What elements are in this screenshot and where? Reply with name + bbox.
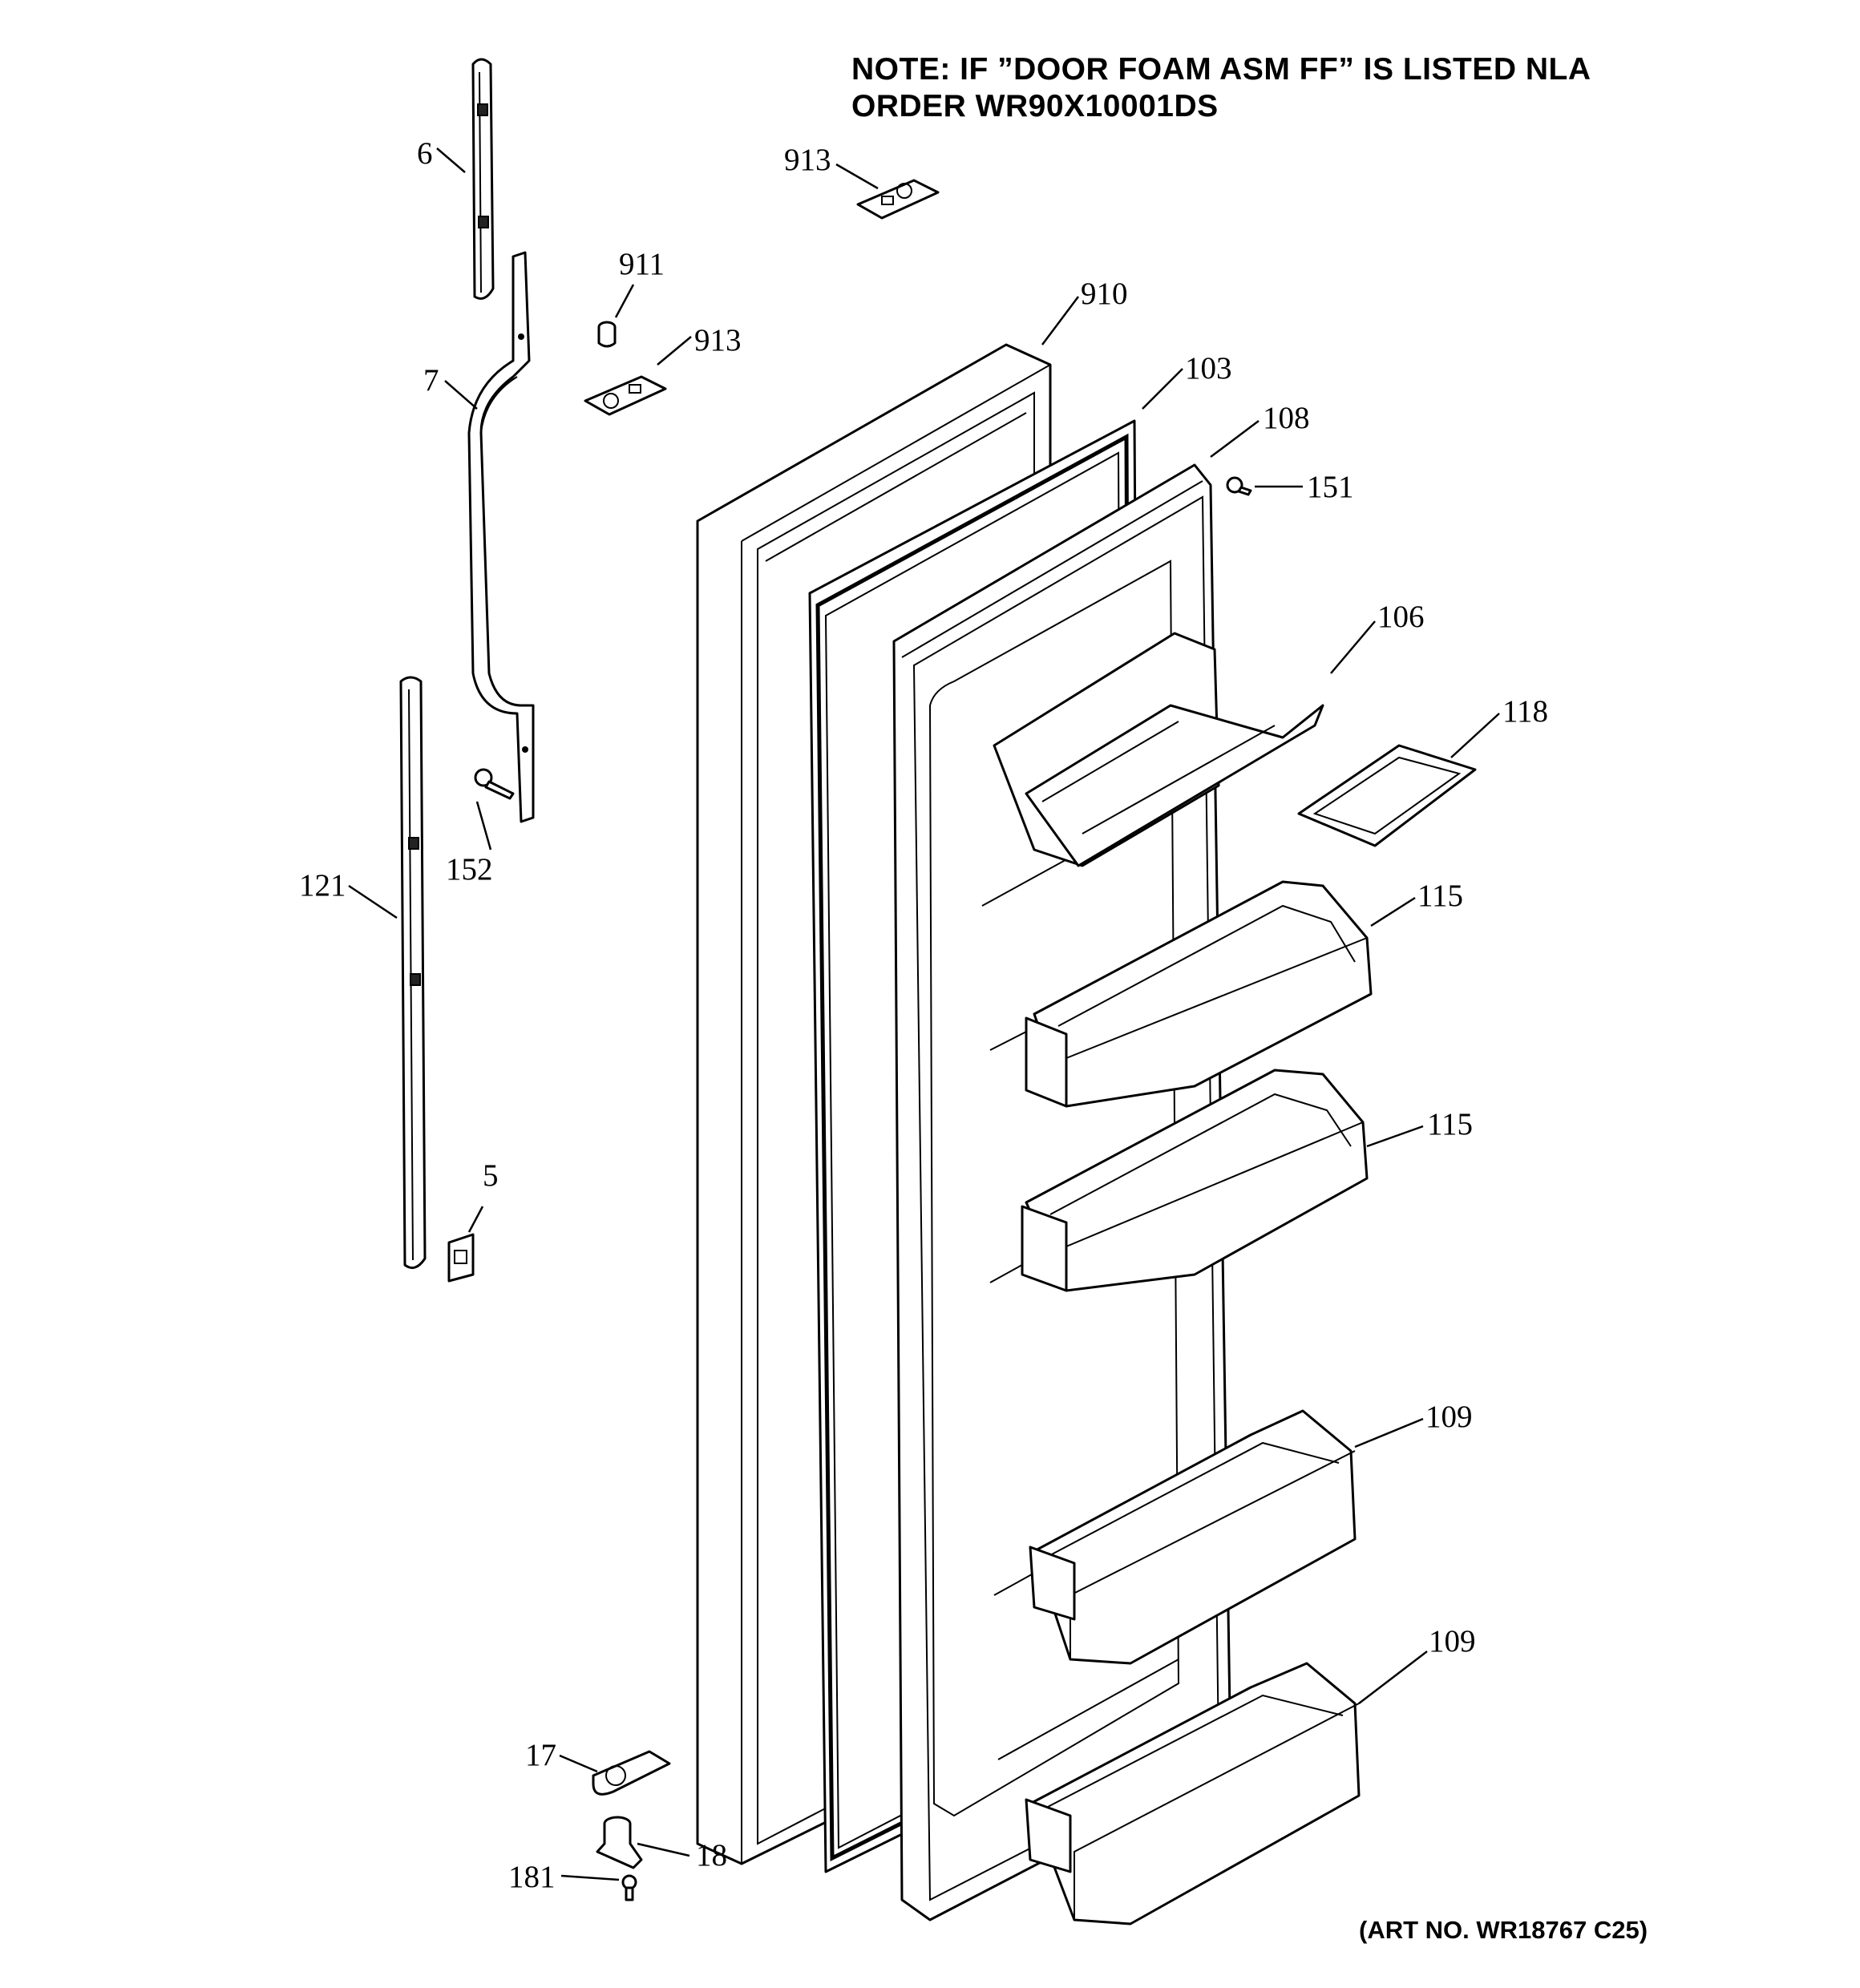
door-bin-109-lower bbox=[1025, 1662, 1361, 1925]
callout-911: 911 bbox=[619, 247, 665, 281]
callout-913-top: 913 bbox=[784, 143, 831, 177]
callout-118: 118 bbox=[1502, 694, 1549, 729]
screw-181 bbox=[621, 1874, 637, 1901]
callout-109-upper: 109 bbox=[1425, 1400, 1473, 1434]
callout-151: 151 bbox=[1307, 470, 1354, 504]
door-handle-7 bbox=[467, 251, 535, 823]
hinge-cover-913-top bbox=[856, 179, 940, 220]
callout-6: 6 bbox=[417, 136, 433, 171]
art-number: (ART NO. WR18767 C25) bbox=[1359, 1916, 1648, 1944]
hinge-cover-913-mid bbox=[584, 375, 667, 416]
callout-152: 152 bbox=[446, 852, 493, 887]
bottom-hinge-17 bbox=[592, 1750, 671, 1796]
note-text: NOTE: IF ”DOOR FOAM ASM FF” IS LISTED NL… bbox=[851, 51, 1591, 125]
hinge-pin-18 bbox=[596, 1816, 643, 1869]
callout-115-upper: 115 bbox=[1417, 879, 1464, 913]
door-bin-115-lower bbox=[1021, 1069, 1369, 1292]
handle-trim-121 bbox=[399, 676, 427, 1270]
callout-913-mid: 913 bbox=[694, 323, 742, 358]
handle-trim-6 bbox=[471, 58, 495, 300]
screw-151 bbox=[1226, 476, 1252, 496]
note-line-2: ORDER WR90X10001DS bbox=[851, 89, 1219, 123]
callout-121: 121 bbox=[299, 868, 346, 903]
tray-118 bbox=[1297, 744, 1477, 847]
bushing-911 bbox=[597, 321, 617, 348]
door-bin-115-upper bbox=[1025, 880, 1373, 1108]
callout-leader-lines bbox=[348, 147, 1500, 1881]
callout-17: 17 bbox=[525, 1738, 556, 1772]
door-bin-109-upper bbox=[1029, 1409, 1357, 1665]
callout-181: 181 bbox=[508, 1860, 556, 1894]
callout-910: 910 bbox=[1081, 277, 1128, 311]
callout-115-lower: 115 bbox=[1427, 1107, 1474, 1141]
upper-shelf-106 bbox=[993, 632, 1324, 867]
callout-7: 7 bbox=[423, 363, 439, 398]
screw-152 bbox=[474, 768, 515, 800]
callout-18: 18 bbox=[696, 1838, 727, 1873]
clip-5 bbox=[447, 1233, 475, 1283]
callout-5: 5 bbox=[483, 1158, 499, 1193]
callout-108: 108 bbox=[1263, 401, 1310, 435]
callout-103: 103 bbox=[1185, 351, 1232, 386]
callout-109-lower: 109 bbox=[1429, 1624, 1476, 1659]
callout-106: 106 bbox=[1377, 600, 1425, 634]
note-line-1: NOTE: IF ”DOOR FOAM ASM FF” IS LISTED NL… bbox=[851, 52, 1591, 87]
